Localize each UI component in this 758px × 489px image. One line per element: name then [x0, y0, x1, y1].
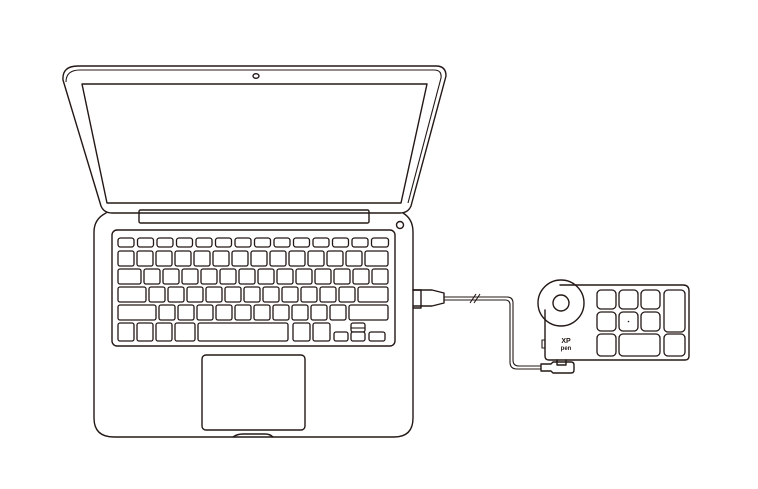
remote-key-10: [663, 333, 686, 357]
power-button-icon: [395, 220, 405, 230]
remote-key-7: [640, 311, 661, 332]
keyboard-row-home: [117, 286, 389, 303]
remote-key-9-wide: [618, 333, 661, 357]
side-button: [541, 339, 546, 349]
device-port: [556, 359, 567, 366]
cable-break-mark-1: [469, 293, 477, 304]
usb-cable: [412, 289, 575, 374]
keyboard-row-bottom: [117, 322, 386, 342]
arrow-left-key: [333, 331, 349, 342]
arrow-right-key: [368, 331, 386, 342]
keyboard-row-number: [117, 250, 389, 267]
laptop-hinge: [138, 209, 370, 224]
rotary-dial: [537, 279, 585, 327]
keyboard: [117, 237, 390, 342]
usb-plug-laptop: [412, 289, 445, 307]
cable-break-mark-2: [473, 293, 481, 304]
remote-key-2: [618, 289, 639, 310]
home-key-dot: [627, 320, 630, 323]
laptop-front-notch: [232, 433, 274, 438]
laptop-lid: [62, 65, 447, 214]
touchpad: [201, 354, 306, 431]
remote-key-3: [640, 289, 661, 310]
webcam-icon: [252, 72, 260, 79]
remote-key-8: [596, 333, 617, 357]
remote-key-5: [596, 311, 617, 332]
keyboard-row-qwerty: [117, 268, 389, 285]
laptop-screen: [81, 83, 428, 204]
spacebar: [197, 322, 289, 342]
laptop-base: [93, 212, 422, 438]
logo-top: XP: [561, 338, 571, 345]
logo-bottom: pen: [561, 346, 572, 352]
remote-key-4-tall: [663, 289, 686, 333]
remote-key-1: [596, 289, 617, 310]
dial-center-button: [552, 294, 570, 312]
keyboard-row-function: [117, 237, 390, 248]
arrow-down-key: [350, 331, 366, 342]
keyboard-tray: [111, 229, 396, 347]
shortcut-remote: XP pen: [537, 279, 690, 366]
usb-plug-device: [540, 361, 575, 374]
keyboard-row-shift: [117, 304, 389, 321]
